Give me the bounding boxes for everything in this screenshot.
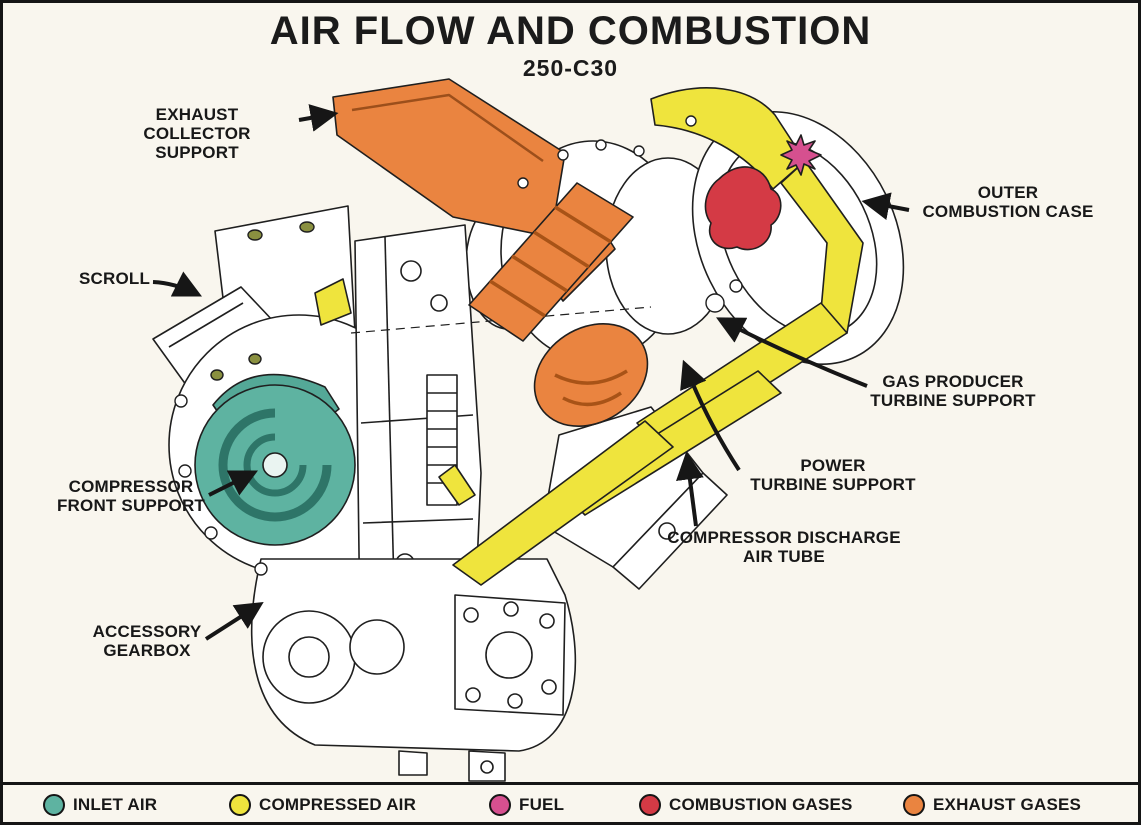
- inlet-air-swatch: [43, 794, 65, 816]
- legend-item-combustion-gases: COMBUSTION GASES: [639, 794, 853, 816]
- leader-arrows: [152, 104, 910, 641]
- inlet-air-region: [194, 373, 356, 546]
- label-power-turbine-support: POWER TURBINE SUPPORT: [750, 456, 916, 495]
- legend-item-compressed-air: COMPRESSED AIR: [229, 794, 416, 816]
- legend-label-exhaust-gases: EXHAUST GASES: [933, 795, 1082, 814]
- combustion-gases-swatch: [639, 794, 661, 816]
- legend-item-fuel: FUEL: [489, 794, 564, 816]
- fuel-region: [780, 134, 822, 176]
- label-exhaust-collector-support: EXHAUST COLLECTOR SUPPORT: [143, 105, 251, 163]
- bolt-details: [174, 115, 743, 576]
- exhaust-gases-swatch: [903, 794, 925, 816]
- label-outer-combustion-case: OUTER COMBUSTION CASE: [922, 183, 1094, 222]
- label-scroll: SCROLL: [79, 269, 151, 288]
- label-gas-producer-turbine-support: GAS PRODUCER TURBINE SUPPORT: [870, 372, 1036, 411]
- exhaust-gases-region: [332, 78, 649, 428]
- legend-label-fuel: FUEL: [519, 795, 565, 814]
- legend-item-exhaust-gases: EXHAUST GASES: [903, 794, 1081, 816]
- combustion-gases-region: [704, 166, 782, 251]
- legend-label-compressed-air: COMPRESSED AIR: [259, 795, 417, 814]
- compressed-air-region: [314, 87, 864, 586]
- legend: INLET AIR COMPRESSED AIR FUEL COMBUSTION…: [3, 782, 1138, 822]
- poster-subtitle: 250-C30: [522, 55, 619, 81]
- legend-label-inlet-air: INLET AIR: [73, 795, 158, 814]
- label-compressor-front-support: COMPRESSOR FRONT SUPPORT: [56, 477, 206, 516]
- engine-cutaway-diagram: [152, 78, 910, 782]
- poster-title: AIR FLOW AND COMBUSTION: [269, 9, 872, 53]
- label-compressor-discharge-air-tube: COMPRESSOR DISCHARGE AIR TUBE: [667, 528, 901, 567]
- legend-label-combustion-gases: COMBUSTION GASES: [669, 795, 853, 814]
- label-accessory-gearbox: ACCESSORY GEARBOX: [92, 622, 202, 661]
- fuel-swatch: [489, 794, 511, 816]
- compressed-air-swatch: [229, 794, 251, 816]
- legend-item-inlet-air: INLET AIR: [43, 794, 157, 816]
